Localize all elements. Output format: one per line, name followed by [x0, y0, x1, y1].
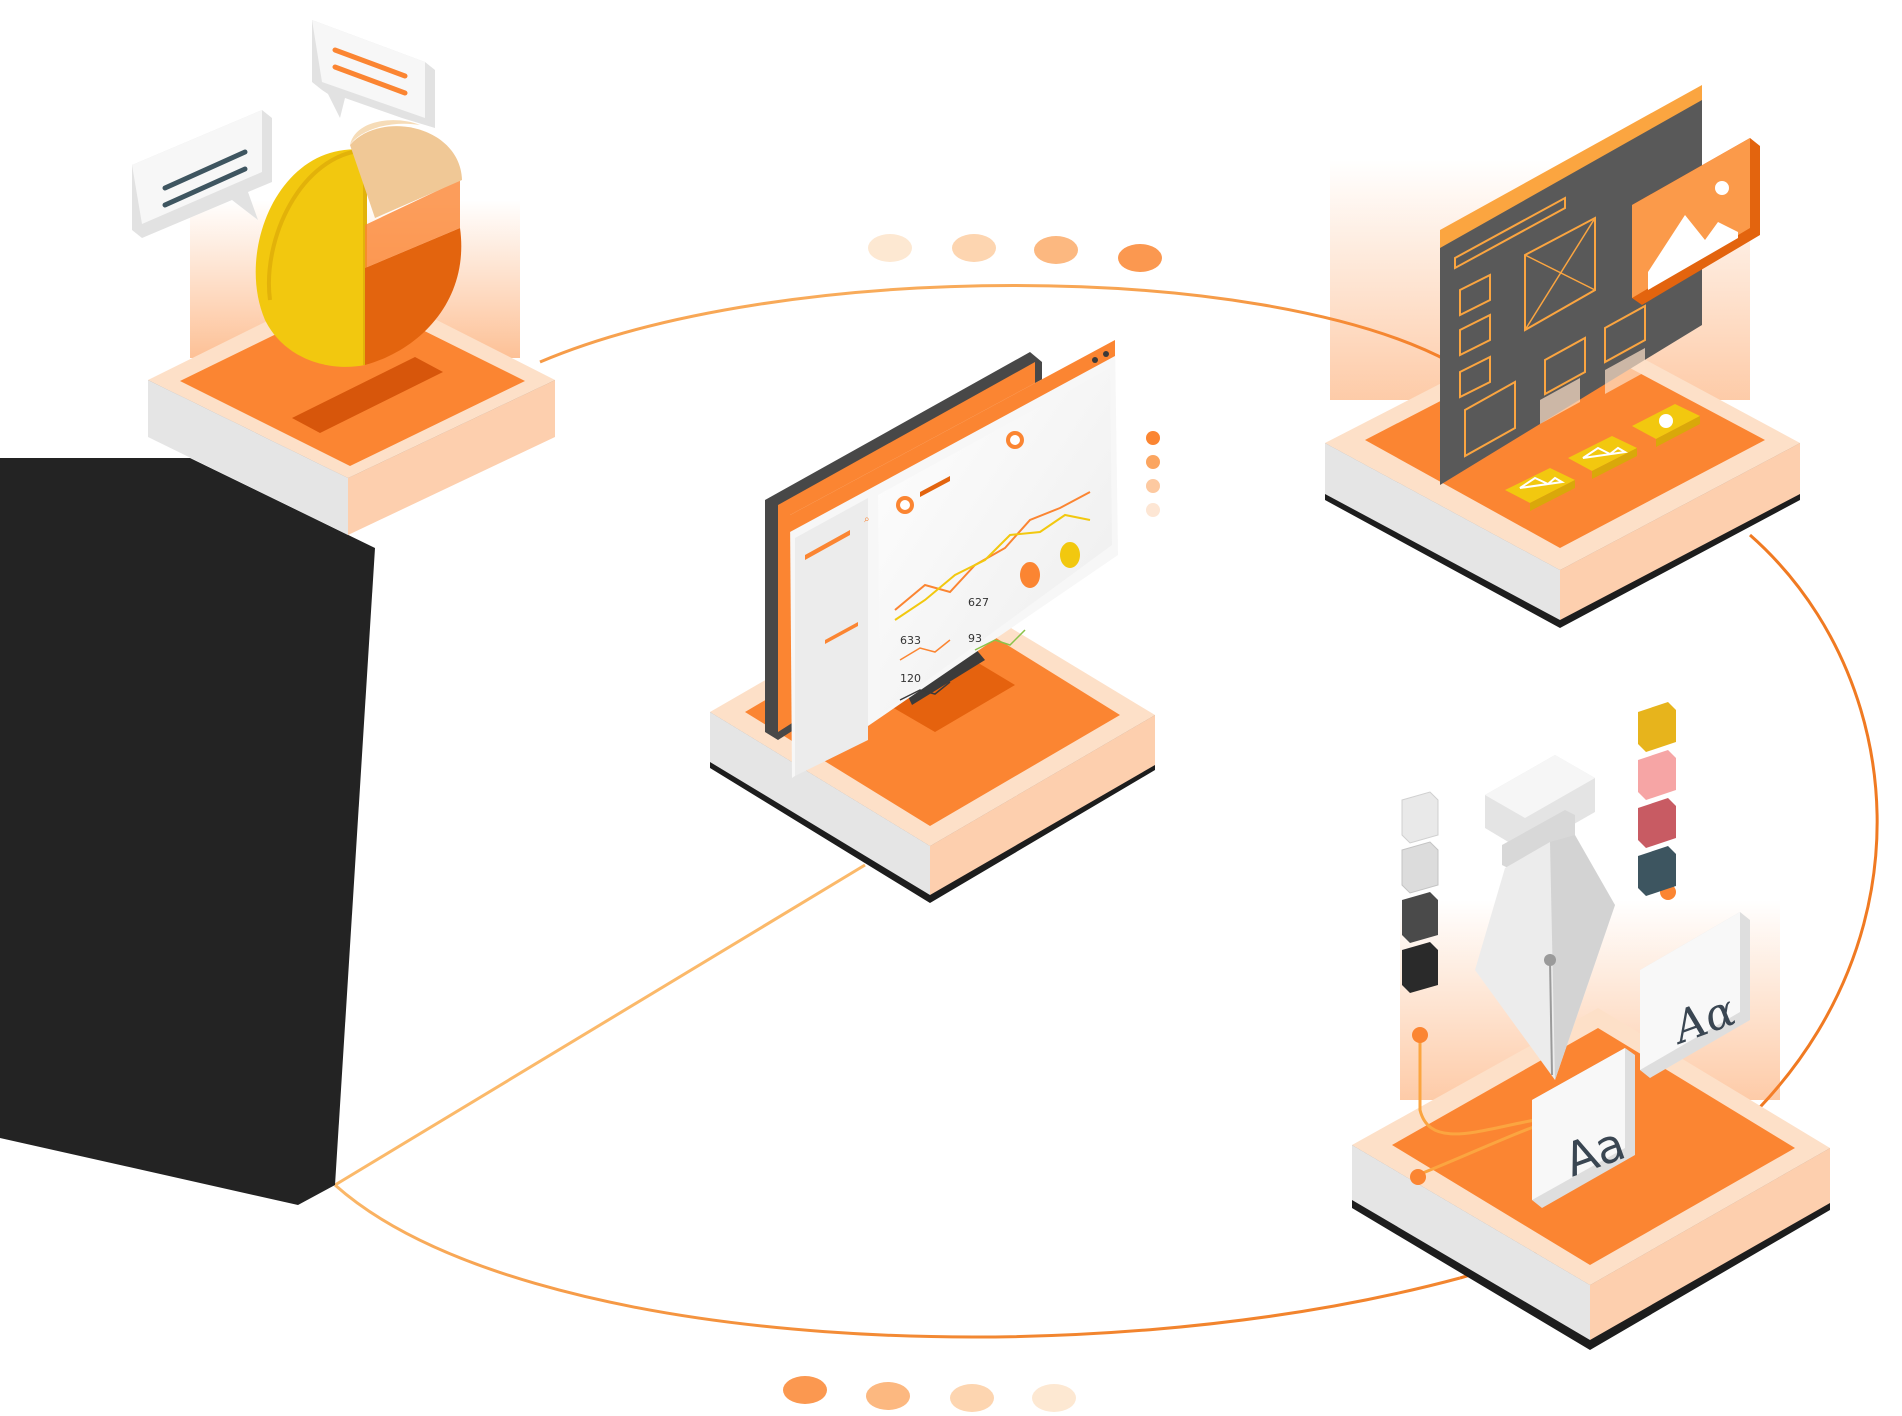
stat-value: 627	[968, 596, 989, 609]
chat-bubble-icon	[312, 20, 435, 128]
font-card-back: Aα	[1640, 912, 1750, 1078]
dots-bottom	[783, 1376, 1076, 1412]
dots-top	[868, 234, 1162, 272]
image-icon	[1632, 138, 1760, 305]
stat-value: 93	[968, 632, 982, 645]
dots-vertical	[1146, 431, 1160, 517]
chat-bubble-icon	[132, 110, 272, 238]
stat-value: 120	[900, 672, 921, 685]
dashboard-monitor: ⌕ 627 633 93 120	[765, 340, 1118, 778]
image-icon	[1505, 468, 1575, 511]
search-icon: ⌕	[864, 514, 870, 525]
image-icon	[1568, 436, 1637, 479]
font-card-front: Aa	[1532, 1048, 1635, 1208]
wireframe-panel	[1440, 85, 1702, 485]
pen-nib-icon	[1475, 755, 1615, 1080]
play-icon	[1632, 404, 1700, 447]
stat-value: 633	[900, 634, 921, 647]
color-swatches-left	[1401, 791, 1439, 993]
pie-chart-icon	[255, 120, 462, 367]
color-swatches-right	[1638, 702, 1676, 896]
dark-pillar	[0, 458, 375, 1205]
